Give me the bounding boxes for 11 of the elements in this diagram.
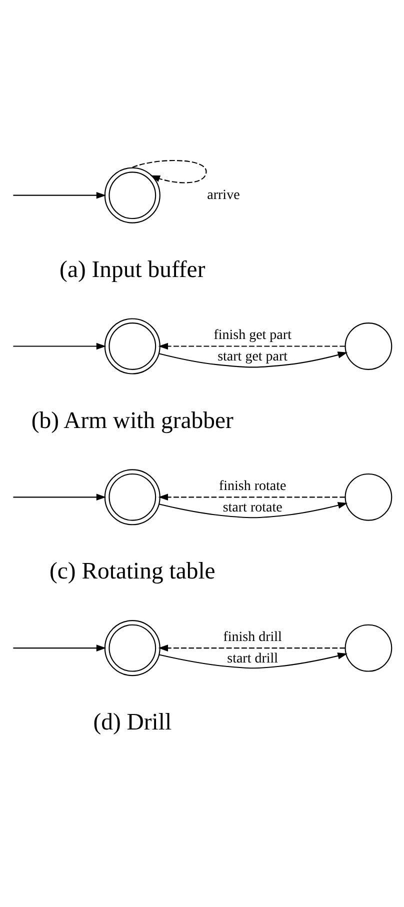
edge-label: start get part: [218, 350, 288, 365]
node-label: (d) Drill: [93, 710, 172, 736]
node-label: (b) Arm with grabber: [31, 408, 234, 434]
node-label: (a) Input buffer: [60, 256, 206, 283]
edge-label: start drill: [227, 652, 278, 667]
edge-label: finish drill: [223, 630, 282, 645]
edge-label: finish get part: [214, 328, 292, 344]
node-label: (c) Rotating table: [49, 558, 216, 585]
edge-label: finish rotate: [218, 479, 286, 494]
edge-label: start rotate: [222, 500, 282, 516]
edge-label: arrive: [207, 188, 240, 204]
